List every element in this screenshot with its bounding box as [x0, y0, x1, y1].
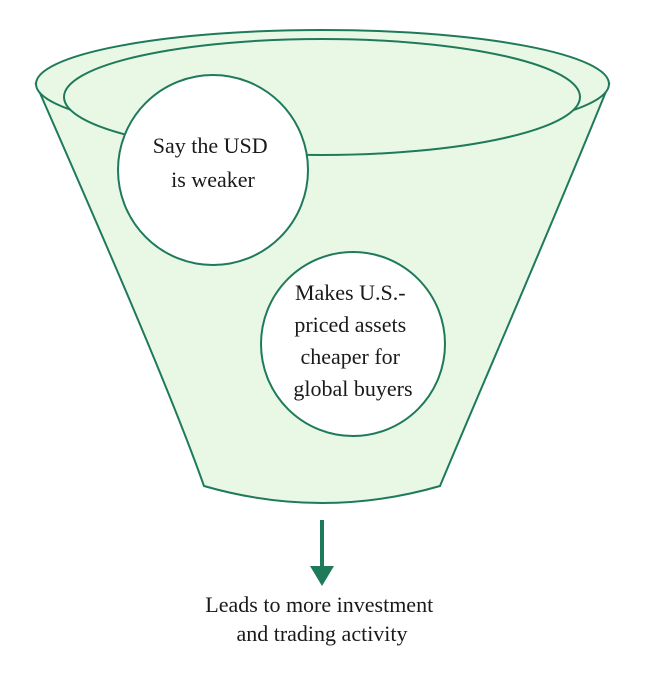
step2-text: Makes U.S.- priced assets cheaper for gl…	[293, 280, 412, 401]
step-circle-weaker-usd	[117, 74, 309, 266]
step2-line3: cheaper for	[300, 344, 400, 369]
step1-text: Say the USD is weaker	[153, 133, 273, 192]
step1-line1: Say the USD	[153, 133, 268, 158]
outcome-text: Leads to more investment and trading act…	[205, 592, 438, 646]
step2-line4: global buyers	[293, 376, 412, 401]
outcome-line2: and trading activity	[236, 621, 407, 646]
step2-line1: Makes U.S.-	[295, 280, 406, 305]
down-arrow-icon	[310, 520, 334, 586]
outcome-line1: Leads to more investment	[205, 592, 433, 617]
step2-line2: priced assets	[294, 312, 406, 337]
step1-line2: is weaker	[171, 167, 255, 192]
step-circle-cheaper-assets	[260, 251, 446, 437]
